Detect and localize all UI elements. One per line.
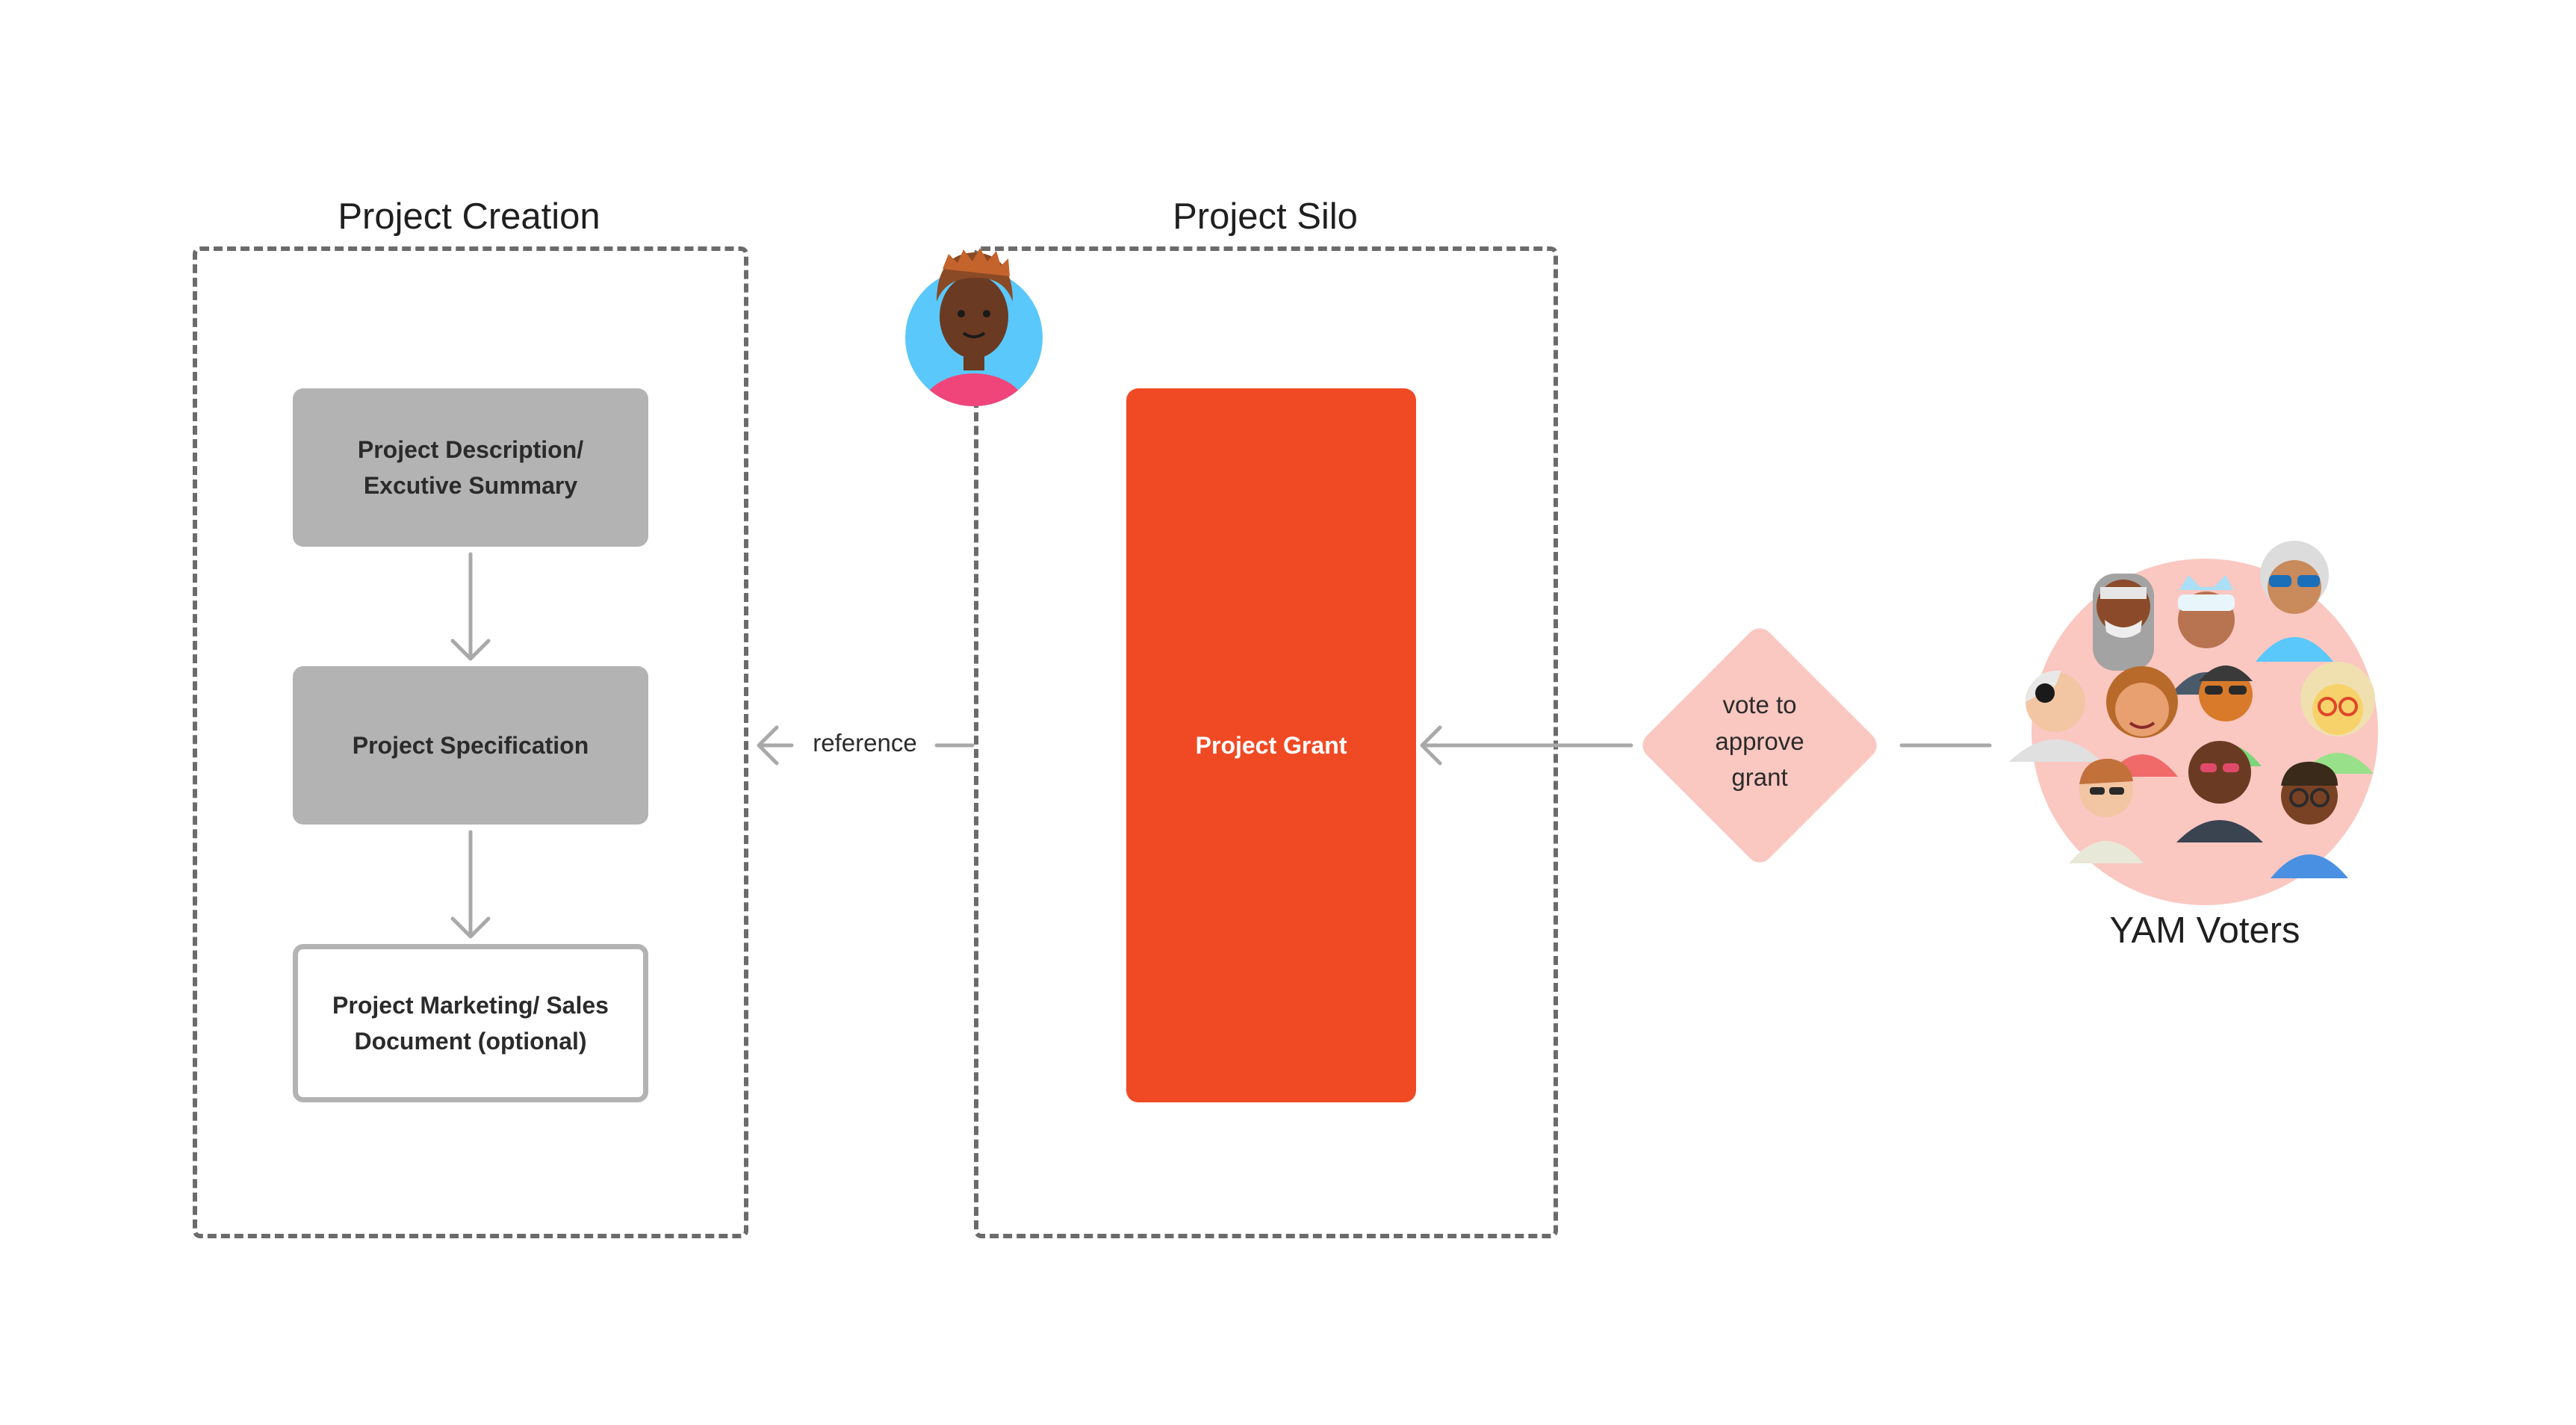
person-avatar-icon bbox=[905, 248, 1043, 406]
project-creation-frame bbox=[193, 246, 748, 1238]
voter-avatar bbox=[2009, 670, 2102, 762]
project-silo-title: Project Silo bbox=[1173, 196, 1358, 237]
voter-avatar bbox=[2300, 662, 2375, 774]
project-marketing-node: Project Marketing/ Sales Document (optio… bbox=[293, 944, 648, 1102]
arrow-description-to-specification bbox=[450, 552, 491, 661]
voter-avatar bbox=[2256, 541, 2333, 662]
vote-decision-diamond bbox=[1642, 628, 1877, 863]
project-description-node: Project Description/ Excutive Summary bbox=[293, 388, 648, 547]
voter-avatar bbox=[2093, 574, 2154, 671]
yam-voters-label: YAM Voters bbox=[2109, 910, 2300, 951]
reference-label: reference bbox=[813, 729, 917, 757]
project-silo-frame bbox=[974, 246, 1558, 1238]
voter-avatar bbox=[2271, 761, 2348, 878]
project-grant-label: Project Grant bbox=[1195, 732, 1347, 759]
arrow-vote-to-grant bbox=[1420, 725, 1633, 766]
project-marketing-line2: Document (optional) bbox=[354, 1028, 587, 1055]
vote-decision-text: vote to approve grant bbox=[1670, 687, 1849, 796]
project-specification-node: Project Specification bbox=[293, 666, 648, 825]
project-description-line1: Project Description/ bbox=[357, 436, 584, 463]
reference-arrow bbox=[757, 725, 975, 766]
crowd-avatars-icon bbox=[2009, 541, 2378, 905]
project-marketing-line1: Project Marketing/ Sales bbox=[332, 992, 609, 1019]
vote-decision-line1: vote to bbox=[1722, 691, 1797, 718]
project-description-line2: Excutive Summary bbox=[363, 472, 578, 499]
arrow-specification-to-marketing bbox=[450, 830, 491, 939]
vote-decision-line2: approve bbox=[1715, 727, 1804, 755]
project-specification-label: Project Specification bbox=[352, 732, 589, 759]
project-grant-node: Project Grant bbox=[1126, 388, 1416, 1102]
vote-decision-line3: grant bbox=[1731, 763, 1788, 791]
project-creation-title: Project Creation bbox=[338, 196, 600, 237]
voter-avatar bbox=[2069, 758, 2144, 863]
voter-avatar bbox=[2176, 741, 2263, 842]
